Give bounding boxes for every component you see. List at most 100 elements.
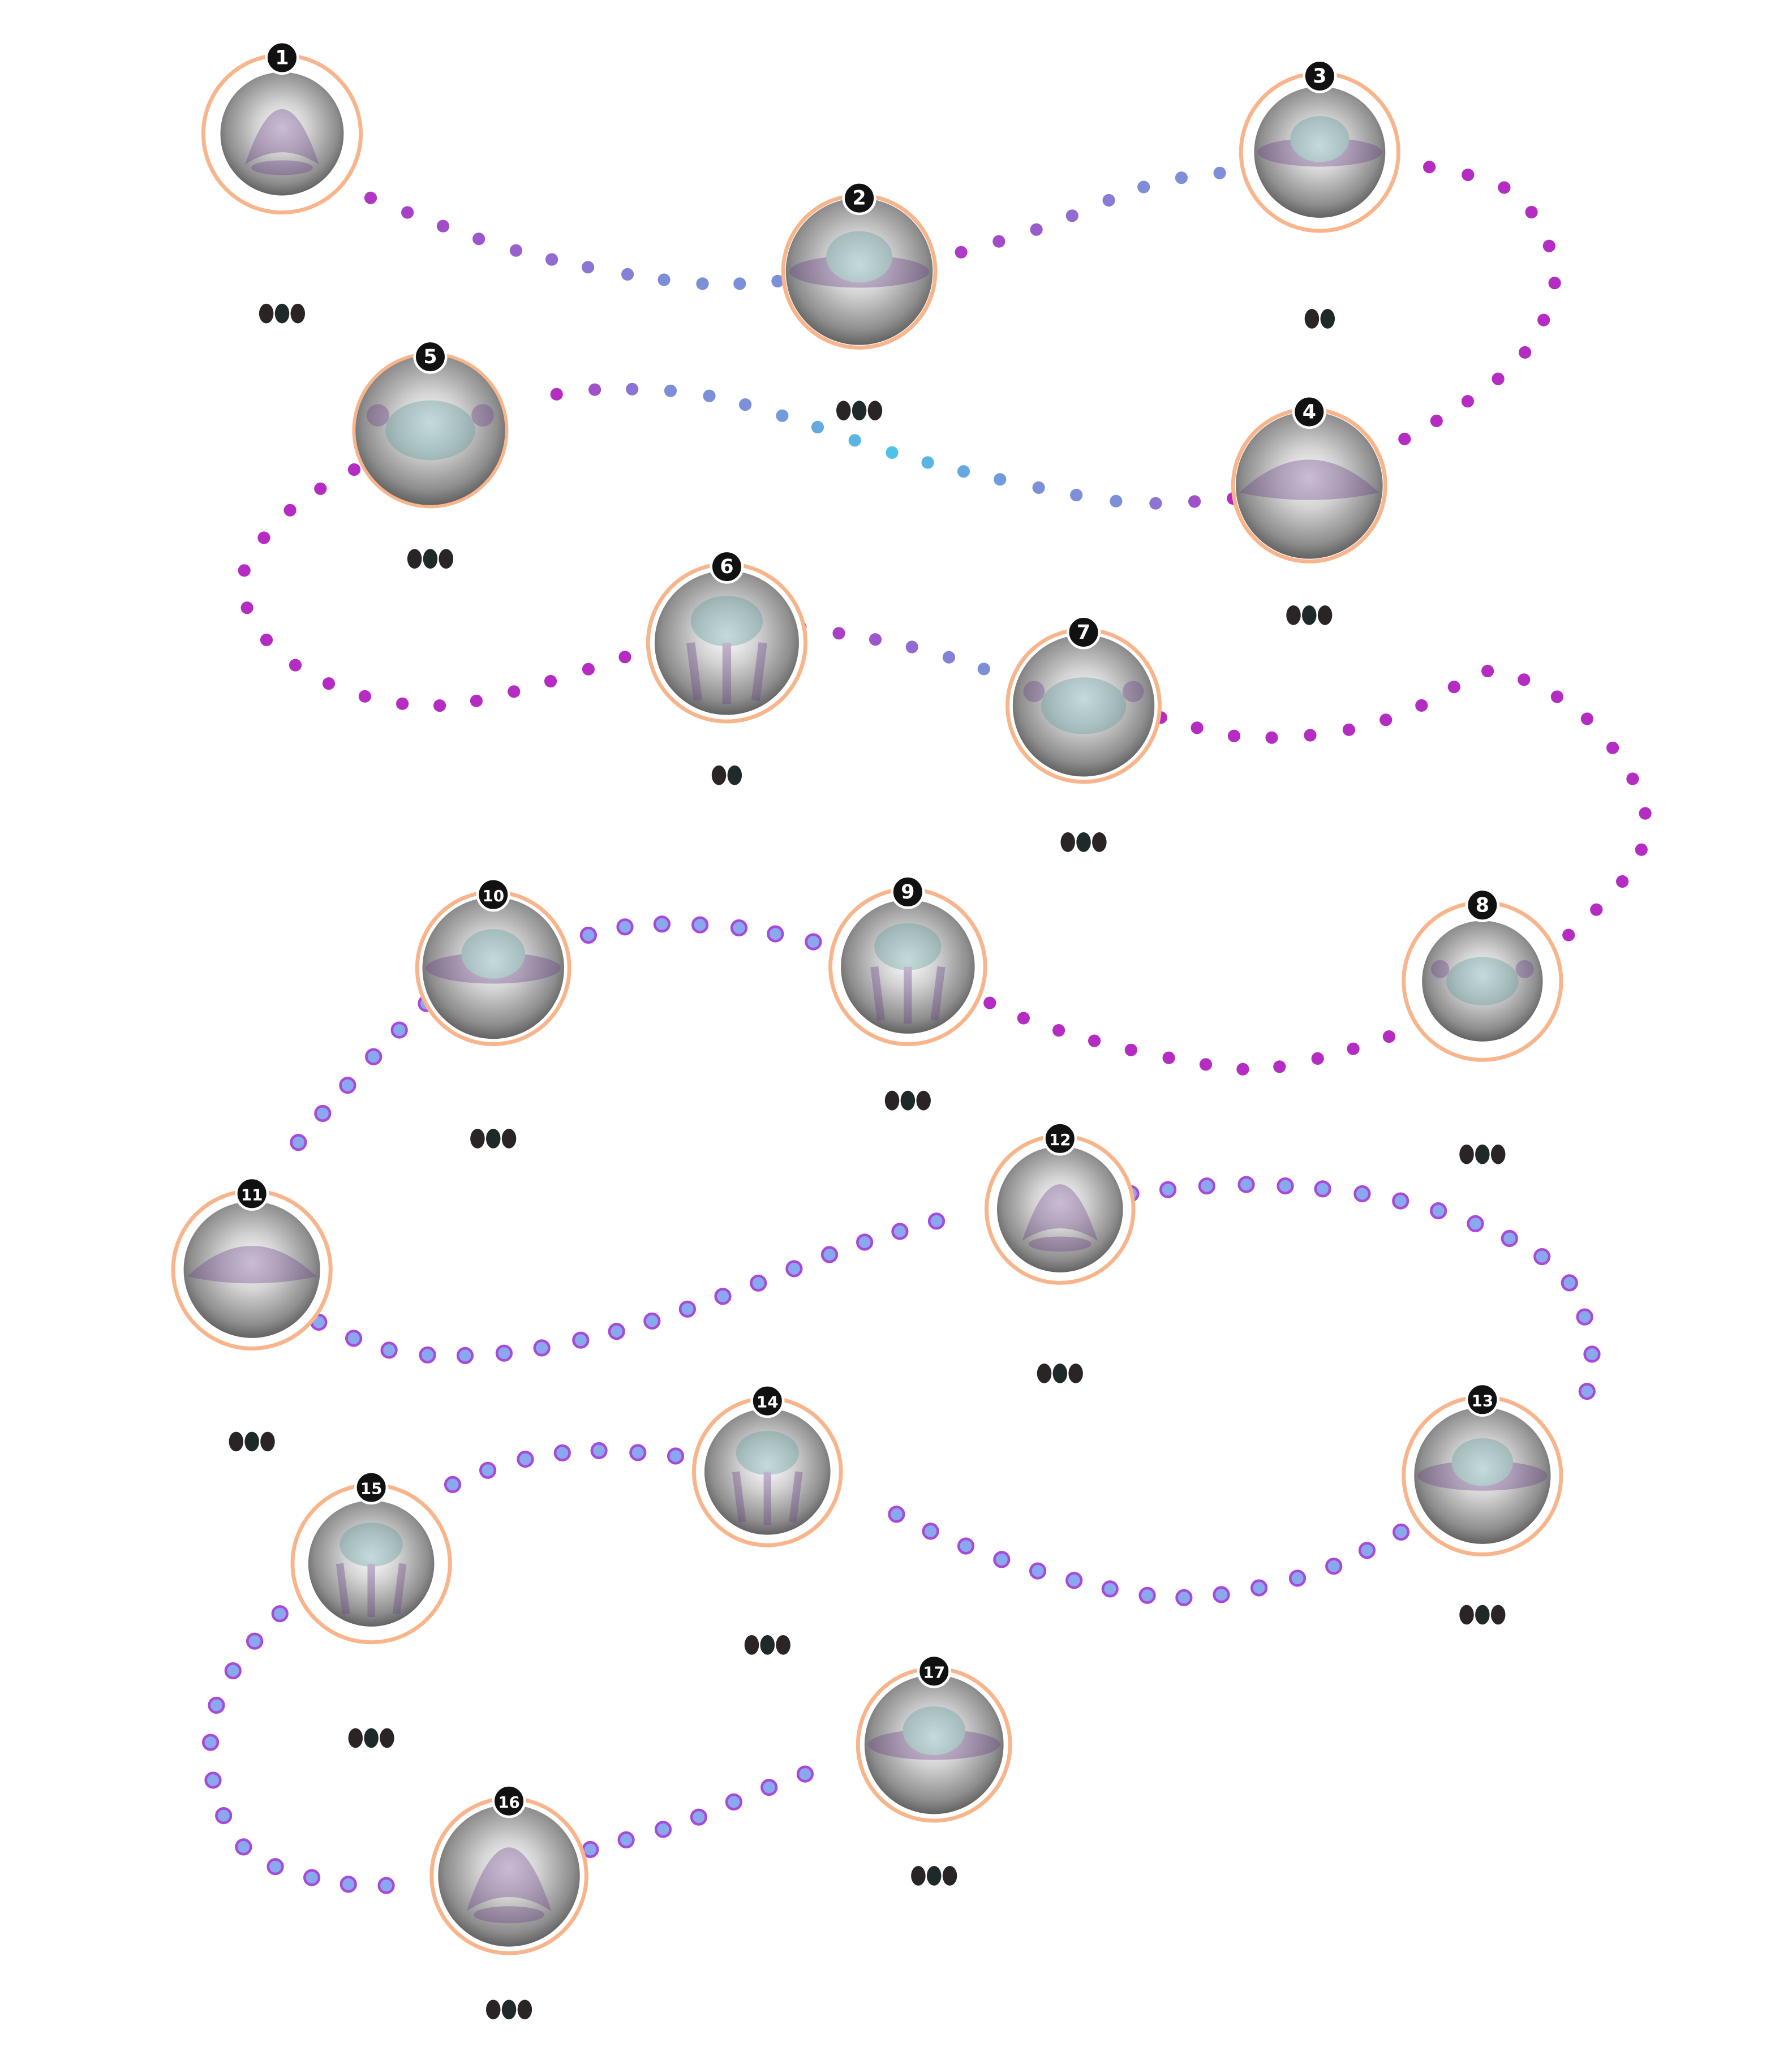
level-number-badge: [413, 339, 448, 374]
rating-pip-icon: [1475, 1144, 1490, 1164]
jelly-creature-icon: [732, 1430, 803, 1525]
rating-pips: [1459, 1605, 1506, 1625]
path-dot: [1149, 497, 1162, 510]
path-dot: [739, 398, 752, 411]
path-dot: [544, 674, 557, 688]
path-dot: [1311, 1052, 1324, 1065]
level-node-2[interactable]: 2: [781, 180, 938, 421]
path-dot: [588, 383, 601, 396]
path-dot: [617, 1831, 635, 1848]
level-number: 3: [1313, 65, 1326, 88]
rating-pip-icon: [485, 1999, 501, 2020]
path-dot: [582, 261, 595, 274]
level-node-17[interactable]: 17: [856, 1654, 1012, 1886]
path-dot: [992, 235, 1005, 248]
path-dot: [550, 388, 563, 401]
level-node-8[interactable]: 8: [1402, 888, 1563, 1164]
path-dot: [260, 633, 273, 647]
level-node-15[interactable]: 15: [290, 1470, 452, 1748]
path-dot: [643, 1312, 661, 1330]
level-node-11[interactable]: 11: [171, 1176, 333, 1452]
path-dot: [283, 504, 296, 517]
level-number: 7: [1077, 621, 1090, 644]
level-node-5[interactable]: 5: [352, 339, 509, 569]
rating-pips: [884, 1090, 931, 1111]
path-dot: [626, 382, 639, 395]
path-dot: [1550, 690, 1563, 703]
rating-pip-icon: [470, 1129, 485, 1149]
tentacle-creature-icon: [870, 923, 946, 1024]
saucer-creature-icon: [426, 929, 561, 984]
rating-pip-icon: [900, 1090, 916, 1111]
rating-pips: [348, 1728, 394, 1748]
path-dot: [1277, 1177, 1294, 1195]
path-dot: [235, 1838, 252, 1856]
level-node-1[interactable]: 1: [201, 40, 363, 324]
rating-pip-icon: [1052, 1364, 1068, 1383]
level-number-badge: [1292, 394, 1326, 429]
path-dot: [955, 246, 968, 259]
path-dot: [419, 1346, 436, 1364]
path-dot: [957, 1537, 975, 1555]
level-node-10[interactable]: 10: [415, 878, 571, 1149]
path-dot: [314, 482, 327, 495]
node-orb: [220, 72, 344, 196]
path-dot: [508, 685, 521, 698]
level-node-13[interactable]: 13: [1402, 1382, 1563, 1625]
rating-pip-icon: [884, 1090, 900, 1111]
path-dot: [658, 273, 671, 286]
level-number: 6: [720, 556, 733, 578]
path-dot: [303, 1869, 321, 1886]
level-number-badge: [235, 1176, 269, 1211]
path-dot: [1029, 1562, 1047, 1580]
level-node-9[interactable]: 9: [828, 875, 987, 1111]
path-dot: [921, 456, 934, 469]
path-dot: [1635, 843, 1648, 856]
path-dot: [1325, 1558, 1343, 1575]
path-dot: [957, 465, 970, 478]
rating-pip-icon: [1092, 832, 1107, 852]
path-dot: [1017, 1012, 1030, 1025]
node-orb: [183, 1201, 320, 1338]
rating-pip-icon: [836, 401, 851, 421]
ringed-creature-icon: [1257, 116, 1382, 167]
path-dot: [1030, 223, 1043, 236]
rating-pip-icon: [501, 1999, 517, 2020]
level-node-6[interactable]: 6: [646, 549, 808, 785]
path-dot: [240, 601, 253, 614]
level-number: 14: [757, 1393, 779, 1412]
path-dot: [1461, 395, 1474, 408]
level-node-3[interactable]: 3: [1239, 59, 1400, 329]
path-dot: [202, 1734, 220, 1751]
path-dot: [1626, 772, 1639, 785]
crab-creature-icon: [1023, 677, 1144, 734]
rating-pip-icon: [517, 1999, 532, 2020]
path-dot: [1519, 346, 1532, 359]
level-node-14[interactable]: 14: [691, 1383, 843, 1655]
rating-pip-icon: [727, 765, 742, 785]
rating-pip-icon: [1475, 1605, 1490, 1625]
level-number: 12: [1049, 1130, 1071, 1149]
path-dot: [1537, 313, 1550, 326]
rating-pips: [470, 1129, 517, 1149]
path-dot: [1462, 168, 1475, 182]
path-dot: [1065, 1572, 1083, 1589]
rating-pip-icon: [348, 1728, 363, 1748]
path-dot: [204, 1771, 222, 1789]
level-node-7[interactable]: 7: [1005, 615, 1162, 852]
level-node-12[interactable]: 12: [984, 1121, 1136, 1383]
node-orb: [841, 900, 975, 1034]
path-dot: [1304, 729, 1317, 742]
rating-pip-icon: [380, 1728, 394, 1748]
path-dot: [1162, 1051, 1175, 1064]
tentacle-creature-icon: [336, 1523, 407, 1618]
path-dot: [1380, 713, 1393, 726]
level-node-4[interactable]: 4: [1231, 394, 1387, 625]
level-node-16[interactable]: 16: [429, 1784, 588, 2020]
path-dot: [271, 1605, 289, 1623]
path-dot: [1358, 1542, 1376, 1559]
rating-pips: [1037, 1364, 1083, 1383]
path-dot: [1110, 494, 1123, 508]
level-number-badge: [750, 1383, 785, 1418]
rating-pip-icon: [916, 1090, 931, 1111]
